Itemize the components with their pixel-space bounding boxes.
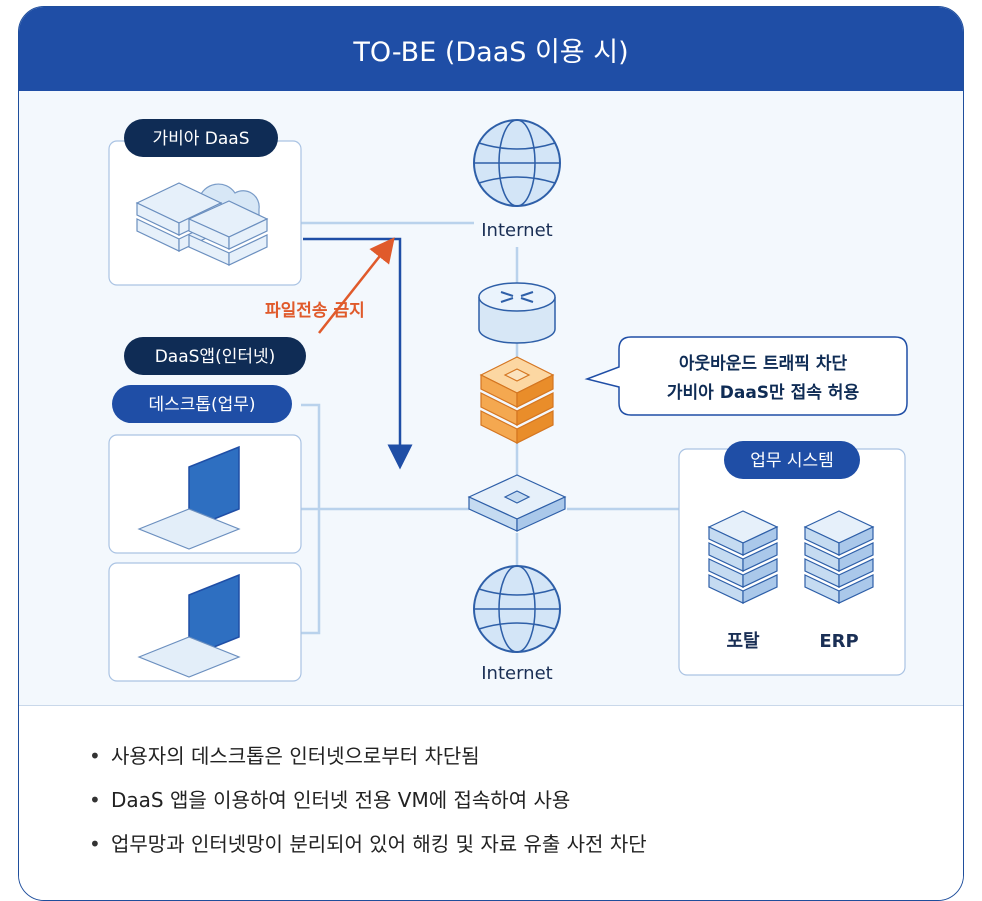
list-item-text: 사용자의 데스크톱은 인터넷으로부터 차단됨 <box>111 744 480 768</box>
desktop-pill <box>112 385 292 423</box>
summary-list: •사용자의 데스크톱은 인터넷으로부터 차단됨 •DaaS 앱을 이용하여 인터… <box>89 734 647 866</box>
list-item-text: 업무망과 인터넷망이 분리되어 있어 해킹 및 자료 유출 사전 차단 <box>111 832 647 856</box>
list-item-text: DaaS 앱을 이용하여 인터넷 전용 VM에 접속하여 사용 <box>111 788 571 812</box>
page-title: TO-BE (DaaS 이용 시) <box>19 7 963 91</box>
router-icon <box>478 282 556 344</box>
firewall-icon <box>479 356 555 444</box>
server-stack-icon <box>803 510 875 604</box>
daas-app-pill <box>124 337 306 375</box>
file-transfer-label: 파일전송 금지 <box>265 301 365 321</box>
laptop-icon <box>137 445 241 550</box>
list-item: •DaaS 앱을 이용하여 인터넷 전용 VM에 접속하여 사용 <box>89 788 571 812</box>
bubble-line-1: 아웃바운드 트래픽 차단 <box>679 354 848 374</box>
erp-label: ERP <box>819 631 858 652</box>
daas-pill <box>124 119 278 157</box>
internet-top-label: Internet <box>481 220 552 241</box>
list-item: •업무망과 인터넷망이 분리되어 있어 해킹 및 자료 유출 사전 차단 <box>89 832 647 856</box>
cloud-server-icon <box>135 182 269 266</box>
work-system-pill <box>724 441 860 479</box>
portal-label: 포탈 <box>726 631 760 652</box>
desktop-label: 데스크톱(업무) <box>148 395 255 415</box>
internet-bottom-label: Internet <box>481 663 552 684</box>
policy-bubble <box>584 336 908 416</box>
list-item: •사용자의 데스크톱은 인터넷으로부터 차단됨 <box>89 744 480 768</box>
file-transfer-arrow <box>318 237 395 334</box>
summary-section: •사용자의 데스크톱은 인터넷으로부터 차단됨 •DaaS 앱을 이용하여 인터… <box>19 705 963 900</box>
work-system-label: 업무 시스템 <box>750 451 834 471</box>
server-stack-icon <box>707 510 779 604</box>
globe-icon <box>473 565 561 653</box>
network-diagram: 파일전송 금지 가비아 DaaS DaaS앱(인터넷) 데 <box>108 119 908 684</box>
globe-icon <box>473 119 561 207</box>
daas-pill-label: 가비아 DaaS <box>152 129 249 149</box>
bubble-line-2: 가비아 DaaS만 접속 허용 <box>667 383 860 403</box>
laptop-icon <box>137 573 241 678</box>
daas-app-label: DaaS앱(인터넷) <box>155 347 276 367</box>
connection-lines <box>301 221 679 635</box>
switch-icon <box>467 474 567 532</box>
diagram-card: TO-BE (DaaS 이용 시) 파일전송 금지 <box>18 6 964 901</box>
daas-flow-arrow <box>303 237 413 470</box>
